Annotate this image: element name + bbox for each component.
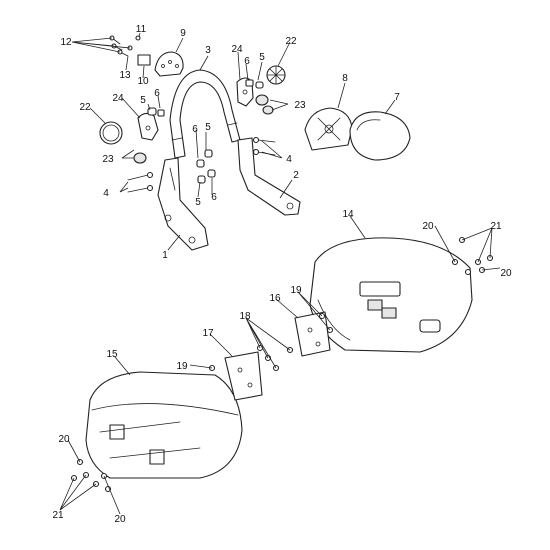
backrest-pad-base (304, 107, 353, 151)
callout-20-c: 20 (58, 434, 70, 445)
backrest-frame (169, 69, 241, 159)
callout-12: 12 (60, 37, 72, 48)
callout-9: 9 (180, 28, 186, 39)
callout-10: 10 (137, 76, 149, 87)
callout-6-a: 6 (154, 88, 160, 99)
callout-20-b: 20 (500, 268, 512, 279)
leader-lines (59, 32, 501, 515)
callout-5-c: 5 (205, 122, 211, 133)
bolts-right (252, 136, 276, 156)
callout-5-b: 5 (259, 52, 265, 63)
backrest-pad (349, 111, 411, 161)
callout-15: 15 (106, 349, 118, 360)
callout-4-right: 4 (286, 154, 292, 165)
callout-20-d: 20 (114, 514, 126, 525)
callout-6-d: 6 (211, 192, 217, 203)
left-reflector (99, 121, 123, 145)
callout-6-c: 6 (192, 124, 198, 135)
small-plate (137, 54, 151, 66)
callout-5-a: 5 (140, 95, 146, 106)
callout-11: 11 (136, 24, 147, 35)
callout-7: 7 (394, 92, 400, 103)
callout-21-left: 21 (52, 510, 64, 521)
callout-16: 16 (269, 293, 281, 304)
caps (133, 94, 274, 164)
callout-24-left: 24 (112, 93, 124, 104)
spacers-and-nuts (147, 79, 264, 184)
callout-20-a: 20 (422, 221, 434, 232)
callout-14: 14 (342, 209, 354, 220)
left-pannier (85, 371, 243, 479)
callout-18: 18 (239, 311, 251, 322)
right-mounting-plate (294, 311, 331, 357)
callout-24-right: 24 (231, 44, 243, 55)
callout-17: 17 (202, 328, 214, 339)
callout-23-right: 23 (294, 100, 306, 111)
right-reflector (266, 65, 286, 85)
callout-2: 2 (293, 170, 299, 181)
callout-5-d: 5 (195, 197, 201, 208)
callout-8: 8 (342, 73, 348, 84)
right-strut (237, 137, 301, 216)
callout-22-left: 22 (79, 102, 91, 113)
callout-13: 13 (119, 70, 131, 81)
left-strut (157, 157, 209, 251)
bolts-left (127, 171, 154, 193)
callout-3: 3 (205, 45, 211, 56)
callout-6-b: 6 (244, 56, 250, 67)
callout-23-left: 23 (102, 154, 114, 165)
callout-19-left: 19 (176, 361, 188, 372)
callout-labels: 1 2 3 4 4 5 5 5 5 6 6 6 6 7 8 9 10 11 12… (52, 24, 512, 525)
left-mounting-plate (224, 351, 263, 401)
callout-1: 1 (162, 250, 168, 261)
left-bracket (137, 112, 159, 141)
callout-21-right: 21 (490, 221, 502, 232)
callout-19-right: 19 (290, 285, 302, 296)
callout-22-right: 22 (285, 36, 297, 47)
clip-plate (154, 51, 184, 77)
callout-4-left: 4 (103, 188, 109, 199)
right-pannier (309, 237, 473, 353)
